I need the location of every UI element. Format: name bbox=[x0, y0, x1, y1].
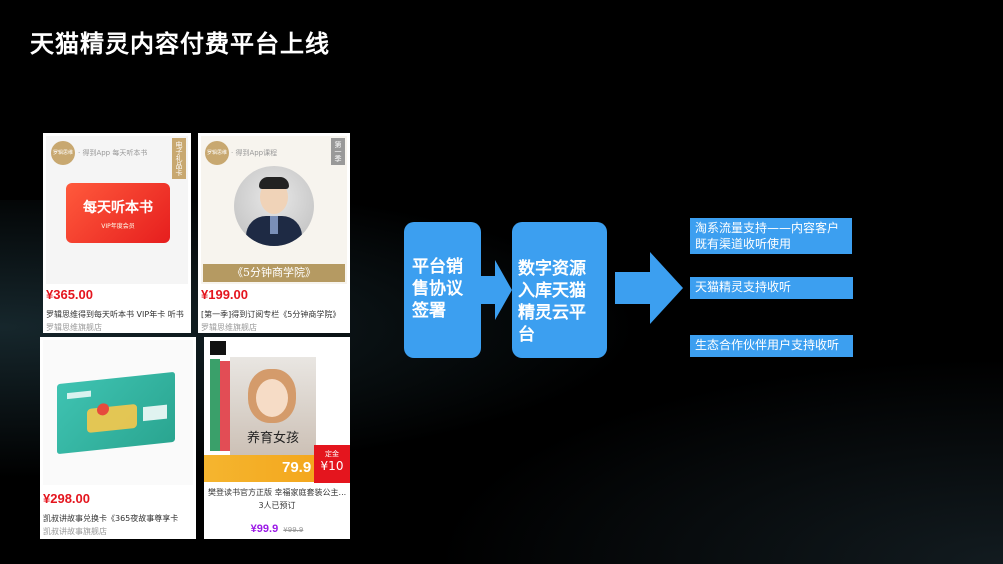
book-cover: 养育女孩 bbox=[230, 357, 316, 459]
product-description[interactable]: 凯叔讲故事兑换卡《365夜故事尊享卡 bbox=[43, 514, 179, 523]
portrait-avatar bbox=[234, 166, 314, 246]
product-description[interactable]: [第一季]得到订阅专栏《5分钟商学院》 bbox=[201, 310, 341, 319]
outcome-tmall-genie: 天猫精灵支持收听 bbox=[690, 277, 853, 299]
price: ¥298.00 bbox=[43, 491, 90, 506]
product-image: 罗辑思维 · 得到App课程 第一季 《5分钟商学院》 bbox=[201, 136, 347, 284]
product-card-business[interactable]: 罗辑思维 · 得到App课程 第一季 《5分钟商学院》 ¥199.00 [第一季… bbox=[198, 133, 350, 333]
publisher-logo-icon bbox=[210, 341, 226, 355]
slide-title: 天猫精灵内容付费平台上线 bbox=[30, 30, 330, 58]
preorder-count: 3人已预订 bbox=[258, 501, 296, 510]
deposit-value: ¥10 bbox=[320, 459, 344, 473]
product-description[interactable]: 樊登读书官方正版 幸福家庭套装公主... bbox=[208, 488, 347, 497]
product-image bbox=[43, 340, 193, 485]
brand-logo: 罗辑思维 bbox=[205, 141, 229, 165]
deposit-label: 定金 bbox=[325, 450, 339, 458]
price: ¥99.9 ¥99.9 bbox=[204, 517, 350, 536]
gift-box-image bbox=[57, 371, 175, 455]
gift-card-subtitle: VIP年度会员 bbox=[101, 223, 135, 230]
outcome-partner-users: 生态合作伙伴用户支持收听 bbox=[690, 335, 853, 357]
brand-logo: 罗辑思维 bbox=[51, 141, 75, 165]
book-title: 养育女孩 bbox=[246, 431, 299, 446]
store-name[interactable]: 罗辑思维旗舰店 bbox=[46, 323, 102, 332]
price: ¥365.00 bbox=[46, 287, 93, 302]
flow-step-agreement: 平台销售协议签署 bbox=[404, 222, 481, 358]
outcome-traffic-support: 淘系流量支持——内容客户既有渠道收听使用 bbox=[690, 218, 852, 254]
arrow-right-icon bbox=[481, 260, 512, 320]
current-price: ¥99.9 bbox=[250, 523, 279, 535]
product-image: 罗辑思维 · 得到App 每天听本书 电子礼品卡 每天听本书 VIP年度会员 bbox=[46, 136, 188, 284]
product-description[interactable]: 罗辑思维得到每天听本书 VIP年卡 听书 bbox=[46, 310, 184, 319]
arrow-right-icon bbox=[615, 252, 683, 324]
flow-step-ingest: 数字资源入库天猫精灵云平台 bbox=[512, 222, 607, 358]
original-price: ¥99.9 bbox=[283, 526, 304, 534]
product-card-listening[interactable]: 罗辑思维 · 得到App 每天听本书 电子礼品卡 每天听本书 VIP年度会员 ¥… bbox=[43, 133, 191, 333]
corner-tag: 第一季 bbox=[331, 138, 345, 165]
promo-price: 79.9 bbox=[282, 459, 312, 476]
store-name[interactable]: 凯叔讲故事旗舰店 bbox=[43, 527, 107, 536]
gift-card-image: 每天听本书 VIP年度会员 bbox=[66, 183, 170, 243]
store-name[interactable]: 罗辑思维旗舰店 bbox=[201, 323, 257, 332]
corner-tag: 电子礼品卡 bbox=[172, 138, 186, 179]
gift-card-title: 每天听本书 bbox=[83, 200, 153, 216]
course-banner: 《5分钟商学院》 bbox=[203, 264, 345, 282]
card-header-text: · 得到App课程 bbox=[231, 149, 278, 157]
product-card-book[interactable]: 养育女孩 79.9 定金 ¥10 樊登读书官方正版 幸福家庭套装公主... 3人… bbox=[204, 337, 350, 539]
product-image: 养育女孩 79.9 定金 ¥10 bbox=[204, 337, 350, 483]
flow-step-agreement-text: 平台销售协议签署 bbox=[412, 257, 463, 321]
price: ¥199.00 bbox=[201, 287, 248, 302]
flow-step-ingest-text: 数字资源入库天猫精灵云平台 bbox=[518, 259, 586, 345]
card-header-text: · 得到App 每天听本书 bbox=[78, 149, 148, 157]
deposit-badge: 定金 ¥10 bbox=[314, 445, 350, 483]
product-card-story[interactable]: ¥298.00 凯叔讲故事兑换卡《365夜故事尊享卡 凯叔讲故事旗舰店 bbox=[40, 337, 196, 539]
